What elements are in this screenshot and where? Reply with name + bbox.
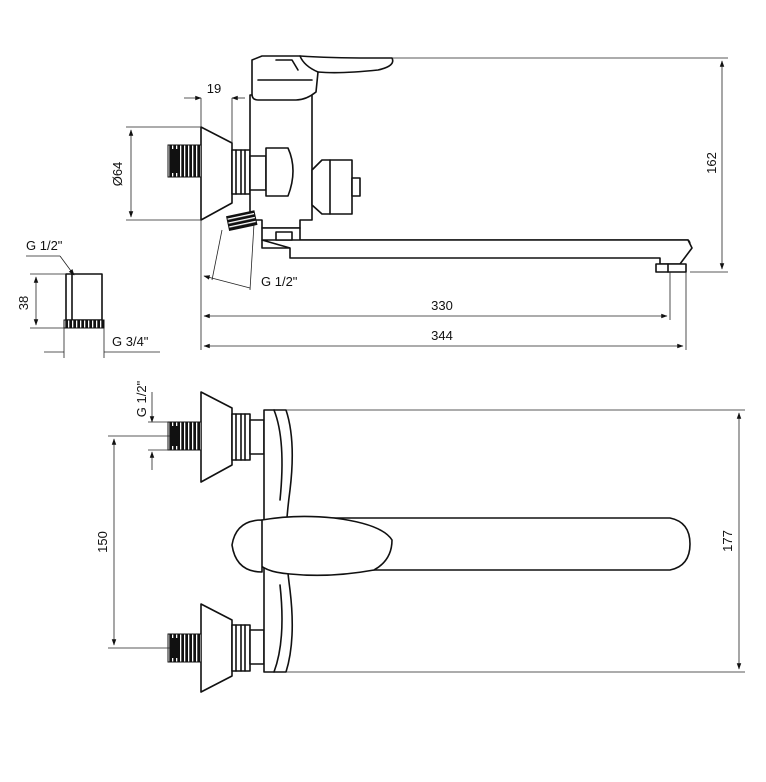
cartridge-cap (311, 159, 353, 215)
dim-150: 150 (95, 531, 110, 553)
dim-outlet-g12: G 1/2" (261, 274, 298, 289)
dim-177: 177 (720, 530, 735, 552)
inlet-tip (170, 149, 178, 173)
side-view (167, 55, 693, 273)
cap-plan (231, 519, 263, 573)
dim-19: 19 (207, 81, 221, 96)
aerator (655, 263, 687, 273)
lower-flange (200, 603, 233, 693)
dim-162: 162 (704, 152, 719, 174)
dim-38: 38 (16, 296, 31, 310)
outlet-thread (226, 210, 258, 231)
dim-adapter-g12: G 1/2" (26, 238, 63, 253)
lever-handle (251, 55, 394, 101)
side-dimensions: 19 Ø64 162 G 1/2" 330 344 (110, 57, 728, 350)
dim-dia-64: Ø64 (110, 162, 125, 187)
spout-plan (299, 517, 691, 571)
upper-flange (200, 391, 233, 483)
top-view (167, 391, 691, 693)
dim-adapter-g34: G 3/4" (112, 334, 149, 349)
dim-330: 330 (431, 298, 453, 313)
wall-flange (200, 126, 233, 221)
adapter-detail: G 1/2" 38 G 3/4" (16, 238, 160, 358)
adapter-thread (63, 319, 105, 329)
dim-344: 344 (431, 328, 453, 343)
top-dimensions: G 1/2" 150 177 (95, 380, 745, 673)
dim-top-g12: G 1/2" (134, 380, 149, 417)
diverter-connector (249, 155, 267, 191)
lever-plan (253, 515, 393, 577)
